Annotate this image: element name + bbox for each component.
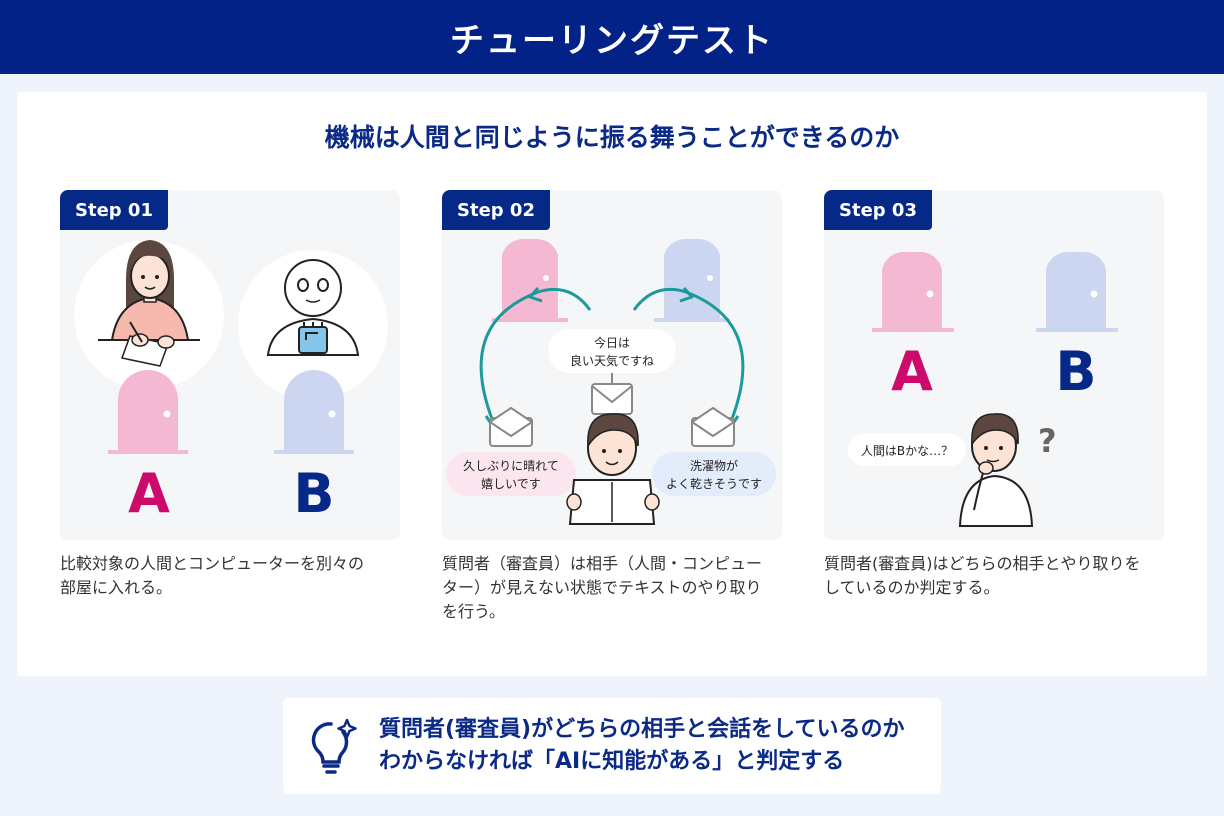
step-01-illustration: A B [74,240,388,525]
step-01-tab: Step 01 [60,190,168,230]
robot-icon [266,259,360,356]
conclusion-box: 質問者(審査員)がどちらの相手と会話をしているのか わからなければ「AIに知能が… [283,698,941,794]
bubble-top-line1: 今日は [594,335,630,350]
step-01-panel: A B Step 01 [60,190,400,540]
woman-writing-icon [98,240,200,367]
bubble-right-line1: 洗濯物が [690,458,738,473]
lightbulb-icon [311,718,357,774]
step-03-tab: Step 03 [824,190,932,230]
step-02-panel: 今日は 良い天気ですね 久しぶりに晴れて 嬉しいです 洗濯物が よく乾きそうです [442,190,782,540]
door-b-label: B [293,462,334,525]
question-mark-icon: ? [1038,422,1057,460]
thought-text: 人間はBかな…？ [861,444,953,458]
bubble-top-line2: 良い天気ですね [570,353,654,368]
door-b-icon [274,370,354,454]
bubble-left-line1: 久しぶりに晴れて [463,459,559,473]
door-blue-icon [654,238,730,322]
envelope-right-icon [691,406,735,447]
bubble-right [652,452,776,496]
envelope-left-icon [489,406,533,447]
step-03-caption: 質問者(審査員)はどちらの相手とやり取りを しているのか判定する。 [824,554,1141,597]
door-a-icon [108,370,188,454]
step-02-caption: 質問者（審査員）は相手（人間・コンピュー ター）が見えない状態でテキストのやり取… [442,554,763,621]
page-title: チューリングテスト [450,20,774,61]
subtitle: 機械は人間と同じように振る舞うことができるのか [324,123,900,152]
bubble-right-line2: よく乾きそうです [666,477,762,491]
step-03-illustration: A B 人間はBかな…？ ? [848,251,1118,527]
bubble-left-line2: 嬉しいです [481,477,541,491]
man-thinking-icon [958,413,1034,527]
door-b-label: B [1055,340,1096,403]
man-reading-icon [566,413,660,525]
door-pink-icon [492,238,568,322]
thought-bubble [848,434,966,466]
door-a-label: A [891,340,933,403]
step-02-illustration: 今日は 良い天気ですね 久しぶりに晴れて 嬉しいです 洗濯物が よく乾きそうです [446,238,776,525]
step-03-panel: A B 人間はBかな…？ ? Step 03 [824,190,1164,540]
bubble-left [446,452,576,496]
bubble-top [548,329,676,373]
conclusion-text: 質問者(審査員)がどちらの相手と会話をしているのか わからなければ「AIに知能が… [379,717,905,774]
door-b-icon [1036,251,1118,332]
envelope-center-icon [591,383,633,415]
step-02-tab: Step 02 [442,190,550,230]
header-bar: チューリングテスト [0,0,1224,74]
step-01-caption: 比較対象の人間とコンピューターを別々の 部屋に入れる。 [60,554,365,597]
door-a-icon [872,251,954,332]
door-a-label: A [128,462,170,525]
